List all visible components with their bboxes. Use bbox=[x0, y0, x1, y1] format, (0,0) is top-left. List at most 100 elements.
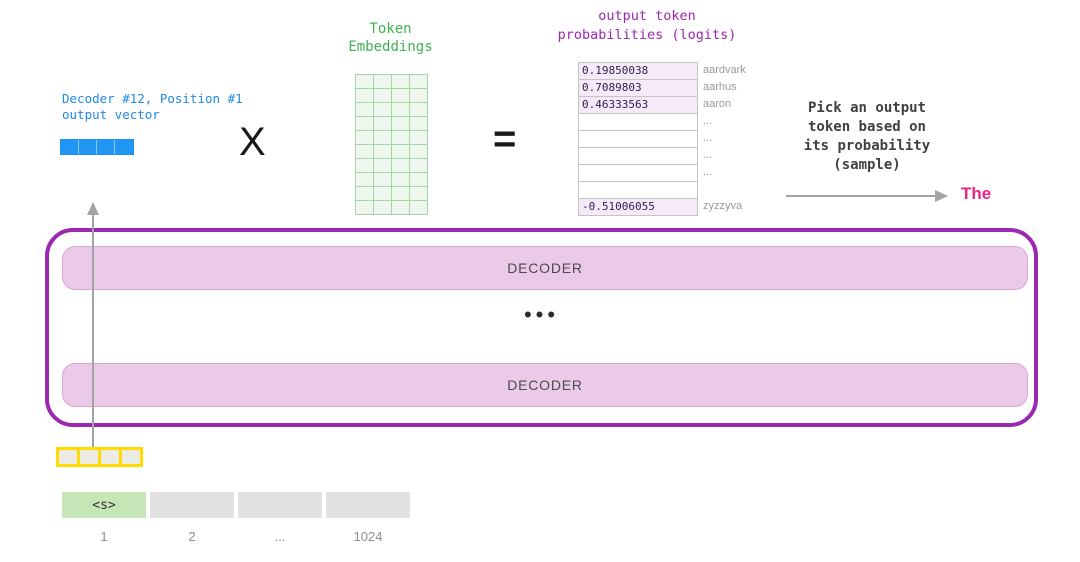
position-label: 1 bbox=[100, 529, 108, 544]
sample-instruction-line3: its probability bbox=[803, 138, 931, 154]
input-embedding-cell bbox=[122, 450, 140, 464]
embedding-matrix-cell bbox=[391, 130, 409, 144]
logit-value bbox=[578, 164, 698, 182]
logit-value: 0.19850038 bbox=[578, 62, 698, 80]
logit-value bbox=[578, 181, 698, 199]
logit-token-label: aaron bbox=[703, 98, 732, 110]
logit-token-label: aarhus bbox=[703, 81, 737, 93]
embedding-matrix-cell bbox=[355, 158, 373, 172]
stack-ellipsis: ••• bbox=[523, 302, 560, 327]
embedding-matrix-cell bbox=[391, 172, 409, 186]
logit-token-label bbox=[698, 181, 703, 199]
position-label: 2 bbox=[188, 529, 196, 544]
embedding-matrix-cell bbox=[355, 186, 373, 200]
embedding-matrix-cell bbox=[355, 116, 373, 130]
logit-value bbox=[578, 147, 698, 165]
token-slot bbox=[326, 492, 410, 518]
logit-value bbox=[578, 113, 698, 131]
token-slot bbox=[238, 492, 322, 518]
embedding-matrix-cell bbox=[391, 158, 409, 172]
token-slots: <s> bbox=[62, 492, 410, 518]
logit-value: -0.51006055 bbox=[578, 198, 698, 216]
input-embedding-cell bbox=[101, 450, 119, 464]
input-embedding-cell bbox=[59, 450, 77, 464]
sample-instruction-line2: token based on bbox=[807, 119, 926, 135]
embedding-matrix-cell bbox=[409, 158, 427, 172]
embedding-matrix-cell bbox=[409, 116, 427, 130]
output-vector bbox=[60, 139, 134, 155]
sample-arrow-head bbox=[935, 190, 948, 202]
embedding-matrix-cell bbox=[355, 88, 373, 102]
position-label: 1024 bbox=[353, 529, 383, 544]
multiply-sign: X bbox=[239, 120, 266, 164]
logit-token-label: aardvark bbox=[703, 64, 746, 76]
embedding-matrix-cell bbox=[373, 158, 391, 172]
embedding-matrix-cell bbox=[373, 144, 391, 158]
embedding-matrix-cell bbox=[355, 102, 373, 116]
embedding-matrix-cell bbox=[409, 200, 427, 214]
embedding-matrix-cell bbox=[373, 102, 391, 116]
embedding-matrix-cell bbox=[391, 200, 409, 214]
output-vector-cell bbox=[79, 140, 97, 154]
logit-row: ... bbox=[578, 113, 746, 131]
sample-instruction: Pick an output token based on its probab… bbox=[778, 99, 956, 175]
logit-token-label: ... bbox=[703, 166, 713, 178]
token-embeddings-title-line1: Token bbox=[369, 21, 412, 37]
embedding-matrix-cell bbox=[409, 88, 427, 102]
logit-token-label: ... bbox=[703, 132, 713, 144]
embedding-matrix-cell bbox=[373, 130, 391, 144]
embedding-matrix-cell bbox=[373, 200, 391, 214]
logit-row: 0.19850038 aardvark bbox=[578, 62, 746, 80]
sampled-token: The bbox=[961, 184, 992, 203]
sample-instruction-line1: Pick an output bbox=[807, 100, 926, 116]
logit-token-label: ... bbox=[703, 149, 713, 161]
embedding-matrix-cell bbox=[409, 130, 427, 144]
logits-title-line2: probabilities (logits) bbox=[557, 27, 737, 43]
output-vector-label-line1: Decoder #12, Position #1 bbox=[62, 91, 243, 106]
equals-sign: = bbox=[493, 117, 517, 161]
embedding-matrix-cell bbox=[391, 102, 409, 116]
embedding-matrix-cell bbox=[355, 130, 373, 144]
embedding-matrix-cell bbox=[373, 172, 391, 186]
embedding-matrix-cell bbox=[373, 116, 391, 130]
embedding-matrix-cell bbox=[409, 74, 427, 88]
embedding-matrix-cell bbox=[391, 116, 409, 130]
logit-value: 0.46333563 bbox=[578, 96, 698, 114]
embedding-matrix-cell bbox=[355, 74, 373, 88]
embedding-matrix-cell bbox=[373, 88, 391, 102]
logit-row: 0.7089803 aarhus bbox=[578, 79, 746, 97]
logit-row bbox=[578, 181, 746, 199]
embedding-matrix-cell bbox=[409, 172, 427, 186]
decoder-block-top: DECODER bbox=[62, 246, 1028, 290]
up-arrow-head bbox=[87, 202, 99, 215]
output-vector-cell bbox=[61, 140, 79, 154]
output-vector-label-line2: output vector bbox=[62, 107, 160, 122]
position-labels: 1 2... 1024 bbox=[62, 529, 410, 544]
decoder-block-bottom-label: DECODER bbox=[507, 377, 583, 393]
embedding-matrix-cell bbox=[391, 144, 409, 158]
output-vector-cell bbox=[115, 140, 133, 154]
embedding-matrix-cell bbox=[409, 102, 427, 116]
sample-instruction-line4: (sample) bbox=[833, 157, 901, 173]
token-slot-start: <s> bbox=[62, 492, 146, 518]
token-embeddings-title: Token Embeddings bbox=[320, 20, 461, 56]
logit-value: 0.7089803 bbox=[578, 79, 698, 97]
logit-value bbox=[578, 130, 698, 148]
position-label: ... bbox=[274, 529, 286, 544]
logit-token-label: zyzzyva bbox=[703, 200, 743, 212]
logits-title-line1: output token bbox=[598, 8, 696, 24]
logit-row: ... bbox=[578, 130, 746, 148]
decoder-stack-frame bbox=[45, 228, 1038, 427]
decoder-block-bottom: DECODER bbox=[62, 363, 1028, 407]
decoder-block-top-label: DECODER bbox=[507, 260, 583, 276]
logit-row: ... bbox=[578, 147, 746, 165]
logit-token-label: ... bbox=[703, 115, 713, 127]
input-embedding-vector bbox=[56, 447, 143, 467]
logit-row: -0.51006055 zyzzyva bbox=[578, 198, 746, 216]
embedding-matrix-cell bbox=[391, 186, 409, 200]
embedding-matrix-cell bbox=[355, 172, 373, 186]
embedding-matrix-cell bbox=[355, 200, 373, 214]
embedding-matrix-cell bbox=[391, 88, 409, 102]
logit-row: 0.46333563 aaron bbox=[578, 96, 746, 114]
